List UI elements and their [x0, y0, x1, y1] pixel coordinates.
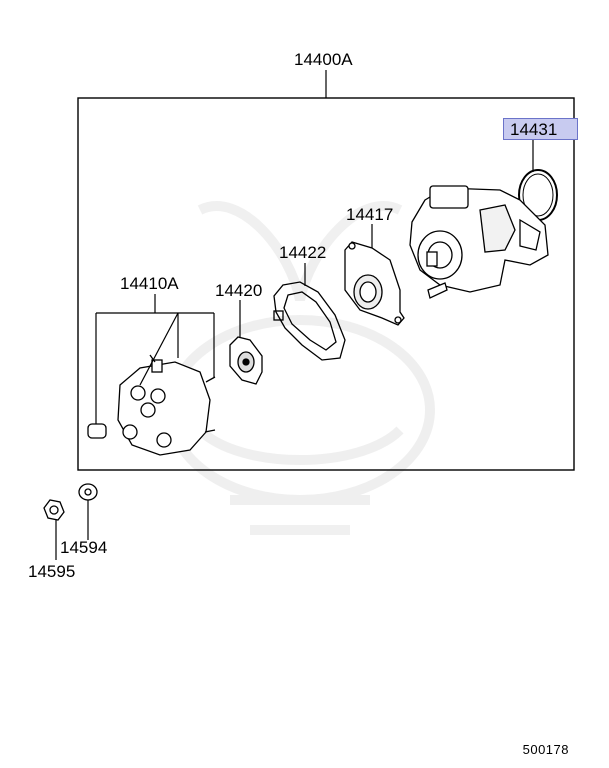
nut-part[interactable]	[43, 499, 65, 521]
cap-part-number[interactable]: 14410A	[120, 274, 179, 293]
o-ring-part-number[interactable]: 14431	[503, 118, 578, 140]
distributor-body-part[interactable]	[409, 185, 549, 299]
cap-button-part[interactable]	[87, 423, 107, 439]
diagram-code: 500178	[522, 742, 569, 757]
washer-part-number[interactable]: 14594	[60, 538, 108, 557]
cap-leaders	[95, 294, 215, 425]
washer-part[interactable]	[78, 483, 98, 501]
gasket-part[interactable]	[273, 281, 346, 361]
nut-part-number[interactable]: 14595	[28, 562, 76, 581]
housing-cover-part[interactable]	[344, 241, 405, 326]
gasket-part-number[interactable]: 14422	[279, 243, 327, 262]
rotor-part-number[interactable]: 14420	[215, 281, 263, 300]
housing-cover-part-number[interactable]: 14417	[346, 205, 394, 224]
rotor-part[interactable]	[229, 336, 263, 385]
assembly-part-number[interactable]: 14400A	[294, 50, 353, 69]
distributor-cap-part[interactable]	[117, 354, 216, 456]
